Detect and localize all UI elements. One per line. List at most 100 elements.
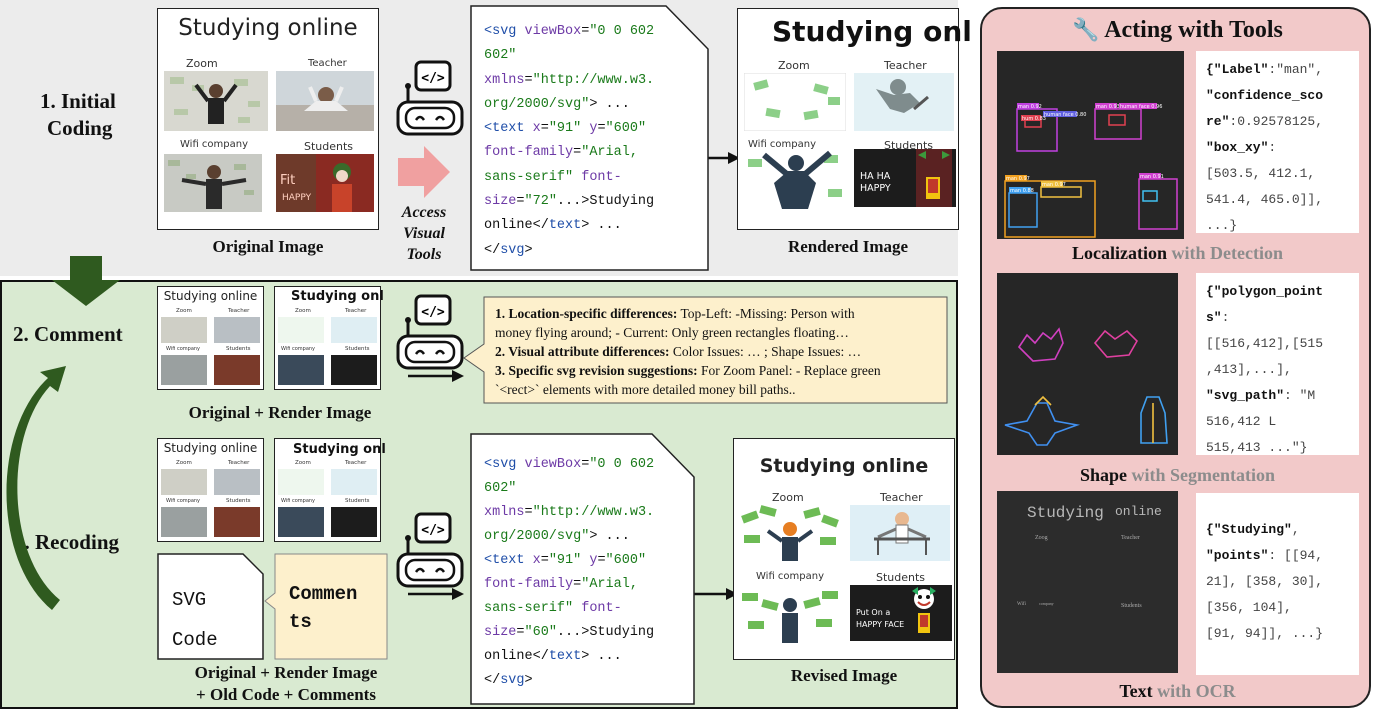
revised-wifi-panel [738,585,842,647]
ocr-image: Studying online Zoog Teacher Wifi compan… [997,491,1178,673]
detection-caption: Localization with Detection [1072,243,1283,263]
comment-original-thumb: Studying online Zoom Teacher Wifi compan… [157,286,264,390]
wifi-photo [164,154,262,212]
panel-label-wifi: Wifi company [180,139,249,150]
tools-title: 🔧 Acting with Tools [1072,17,1283,43]
svg-text:hum 0.83: hum 0.83 [1022,116,1046,122]
zoom-photo [164,71,268,131]
panel-label-students: Students [876,571,926,584]
code-document-initial [470,5,709,271]
svg-text:HAPPY: HAPPY [282,193,312,203]
svg-text:Teacher: Teacher [1121,535,1140,541]
comments-panel [463,296,948,404]
thumb-title: Studying onl [291,289,384,304]
robot-icon: </> [396,60,464,136]
svg-text:man 0.93: man 0.93 [1096,104,1120,110]
recoding-render-thumb: Studying onl Zoom Teacher Wifi company S… [274,438,386,542]
svg-text:</>: </> [421,305,445,320]
panel-label-zoom: Zoom [778,59,810,72]
render-students-panel: HA HA HAPPY [854,149,956,207]
render-wifi-panel [744,149,846,213]
panel-label-teacher: Teacher [228,308,250,314]
segmentation-caption: Shape with Segmentation [1079,465,1276,485]
thumb-title: Studying online [163,289,258,303]
panel-label-zoom: Zoom [186,57,218,70]
detection-json: {"Label":"man", "confidence_sco re":0.92… [1196,51,1359,233]
svg-text:Wifi: Wifi [1017,602,1027,607]
code-document-revised [470,433,695,705]
svg-text:man 0.97: man 0.97 [1006,176,1030,182]
panel-label-teacher: Teacher [884,59,927,72]
svg-text:Fit: Fit [280,173,295,188]
panel-label-wifi: Wifi company [281,346,316,352]
old-code-and-comments [157,553,388,660]
svg-text:man 0.88: man 0.88 [1010,188,1034,194]
svg-text:company: company [1039,601,1054,606]
render-teacher-panel [854,73,954,131]
comment-render-thumb: Studying onl Zoom Teacher Wifi company S… [274,286,384,390]
panel-label-wifi: Wifi company [166,498,201,504]
thumb-title: Studying online [163,441,258,455]
panel-label-zoom: Zoom [295,308,311,314]
panel-label-teacher: Teacher [345,460,367,466]
svg-text:</>: </> [421,71,445,86]
svg-text:</>: </> [421,523,445,538]
students-photo: Fit HAPPY [276,154,374,212]
step-initial-label-2: Coding [47,116,113,140]
revised-title: Studying online [759,455,929,477]
ocr-caption: Text with OCR [1119,681,1236,701]
down-arrow-icon [52,256,120,306]
original-image-title: Studying online [178,15,358,41]
svg-code-label: SVG Code [172,589,218,651]
caption-original: Original Image [212,237,324,256]
svg-code-revised: <svg viewBox="0 0 602 602" xmlns="http:/… [484,457,655,688]
robot-icon: </> [396,294,464,370]
robot-icon: </> [396,512,464,588]
svg-code-initial: <svg viewBox="0 0 602 602" xmlns="http:/… [484,24,655,258]
panel-label-zoom: Zoom [772,491,804,504]
caption-revised: Revised Image [790,666,898,685]
svg-text:Put On a: Put On a [856,608,890,617]
svg-text:online: online [1115,504,1162,519]
step-initial-label: 1. Initial [40,89,116,113]
revised-students-panel: Put On a HAPPY FACE [850,585,952,641]
original-image: Studying online Zoom Teacher Wifi compan… [157,8,379,230]
panel-label-zoom: Zoom [176,308,192,314]
tools-panel: 🔧 Acting with Tools man 0.92 human face … [980,7,1371,708]
arrow-to-comments-icon [408,370,464,382]
recoding-original-thumb: Studying online Zoom Teacher Wifi compan… [157,438,264,542]
panel-label-wifi: Wifi company [748,139,817,150]
panel-label-wifi: Wifi company [281,498,316,504]
svg-text:Studying: Studying [1027,504,1104,522]
detection-image: man 0.92 human face 0.80 man 0.93 human … [997,51,1184,239]
panel-label-wifi: Wifi company [756,571,825,582]
panel-label-students: Students [345,498,370,504]
svg-text:man 0.91: man 0.91 [1140,174,1164,180]
panel-label-students: Students [226,498,251,504]
teacher-photo [276,71,374,131]
panel-label-students: Students [304,140,354,153]
panel-label-wifi: Wifi company [166,346,201,352]
panel-label-teacher: Teacher [880,491,923,504]
access-tools-label: Access Visual Tools [401,204,447,263]
panel-label-students: Students [226,346,251,352]
panel-label-zoom: Zoom [176,460,192,466]
svg-text:human face 0.96: human face 0.96 [1120,104,1162,110]
curved-arrow-icon [6,366,66,610]
segmentation-image [997,273,1178,455]
svg-text:man 0.92: man 0.92 [1018,104,1042,110]
svg-text:HAPPY: HAPPY [860,183,891,194]
ocr-json: {"Studying", "points": [[94, 21], [358, … [1196,493,1359,675]
panel-label-teacher: Teacher [228,460,250,466]
caption-recoding: Original + Render Image + Old Code + Com… [194,663,378,704]
comments-label: Commen ts [289,583,358,633]
flow-arrows [6,146,740,610]
svg-text:Students: Students [1121,603,1142,609]
rendered-title: Studying onl [772,15,972,48]
svg-text:human face 0.80: human face 0.80 [1044,112,1086,118]
step-recoding-label: 3. Recoding [14,530,119,554]
panel-label-teacher: Teacher [308,58,347,69]
comments-text: 1. Location-specific differences: Top-Le… [495,306,881,397]
caption-rendered: Rendered Image [787,237,909,256]
caption-original-render: Original + Render Image [188,403,372,422]
